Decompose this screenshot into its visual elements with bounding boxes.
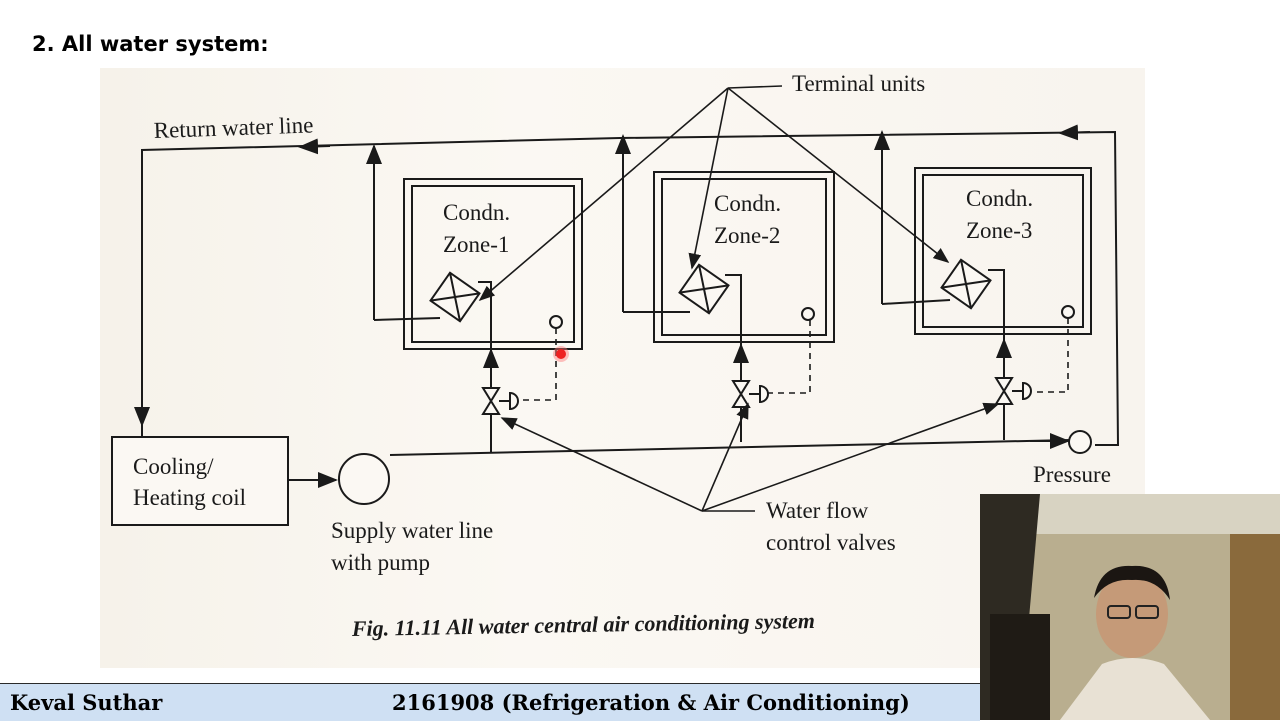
label-terminal-units: Terminal units: [792, 71, 925, 96]
thermostat-2: [801, 307, 815, 321]
footer-bar: Keval Suthar 2161908 (Refrigeration & Ai…: [0, 683, 980, 721]
zone-3-box: [914, 167, 1092, 335]
control-valve-1: [481, 387, 519, 415]
terminal-unit-2: [678, 263, 730, 315]
figure-caption: Fig. 11.11 All water central air conditi…: [351, 608, 815, 641]
label-zone-1-line2: Zone-1: [443, 232, 509, 257]
footer-author: Keval Suthar: [10, 690, 163, 715]
label-coil-line2: Heating coil: [133, 485, 246, 510]
label-zone-3-line1: Condn.: [966, 186, 1033, 211]
label-zone-1-line1: Condn.: [443, 200, 510, 225]
return-water-line: [141, 130, 1120, 446]
control-valve-3: [994, 377, 1032, 405]
cooling-heating-coil-box: [111, 436, 289, 526]
label-coil-line1: Cooling/: [133, 454, 214, 479]
webcam-scene: [980, 494, 1280, 720]
terminal-unit-3: [940, 258, 992, 310]
label-return-water-line: Return water line: [153, 112, 313, 143]
label-zone-2-line1: Condn.: [714, 191, 781, 216]
label-pressure: Pressure: [1033, 462, 1111, 487]
label-zone-2-line2: Zone-2: [714, 223, 780, 248]
control-valve-2: [731, 380, 769, 408]
label-zone-3-line2: Zone-3: [966, 218, 1032, 243]
pointer-cursor-icon: [556, 349, 566, 359]
label-supply-line2: with pump: [331, 550, 430, 575]
label-supply-line1: Supply water line: [331, 518, 493, 543]
presenter-webcam-feed: [980, 494, 1280, 720]
thermostat-3: [1061, 305, 1075, 319]
slide-heading: 2. All water system:: [32, 32, 269, 56]
thermostat-1: [549, 315, 563, 329]
label-valves-line1: Water flow: [766, 498, 869, 523]
terminal-unit-1: [429, 271, 481, 323]
supply-pump: [338, 453, 390, 505]
zone-2-box: [653, 171, 835, 343]
pressure-gauge: [1068, 430, 1092, 454]
zone-1-box: [403, 178, 583, 350]
label-valves-line2: control valves: [766, 530, 896, 555]
footer-course: 2161908 (Refrigeration & Air Conditionin…: [392, 690, 910, 715]
